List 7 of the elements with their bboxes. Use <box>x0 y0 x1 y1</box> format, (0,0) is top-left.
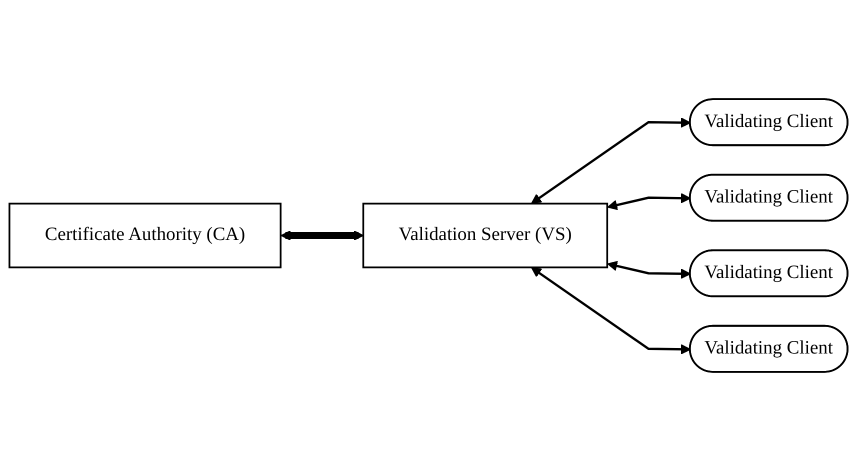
arrow <box>531 267 691 354</box>
node-box: Certificate Authority (CA) <box>8 202 282 268</box>
arrow <box>531 117 691 204</box>
node-box: Validation Server (VS) <box>362 202 608 268</box>
arrow <box>607 193 691 210</box>
arrow <box>607 260 691 279</box>
arrow <box>280 230 364 241</box>
